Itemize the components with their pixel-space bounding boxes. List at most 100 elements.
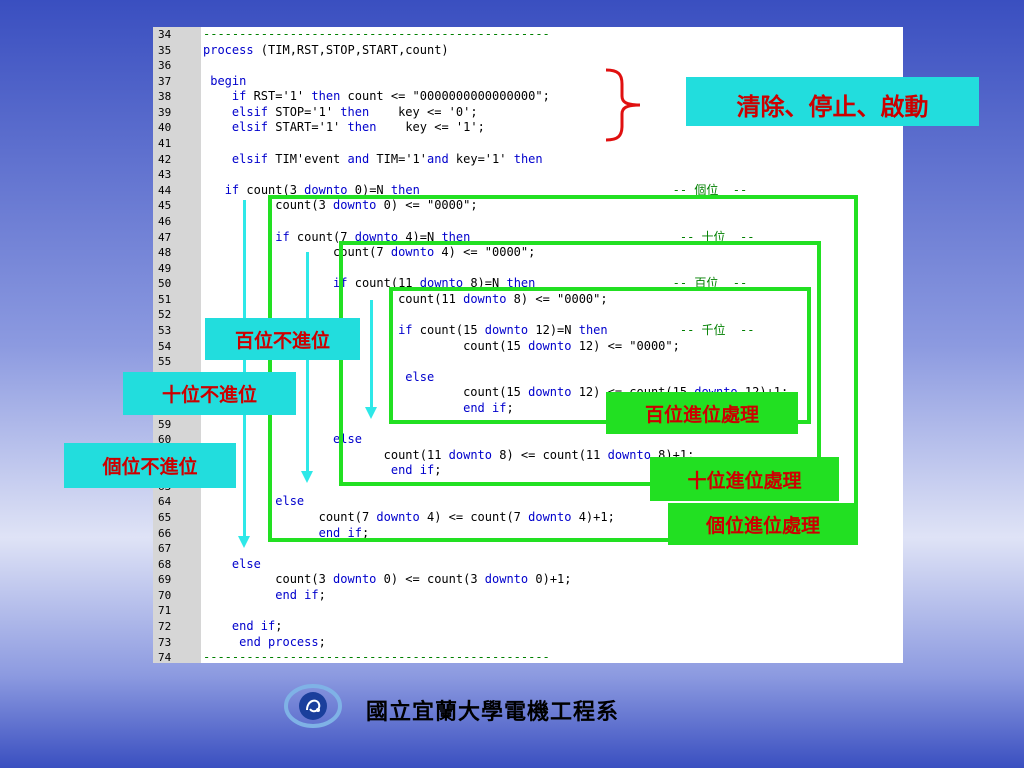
code-line: 74--------------------------------------… (153, 650, 903, 663)
code-text: end if; (203, 526, 370, 542)
code-comment: -- 十位 -- (679, 229, 755, 244)
line-number: 47 (158, 230, 172, 244)
code-keyword: end if (275, 587, 319, 602)
line-number: 55 (158, 355, 172, 369)
line-number: 37 (158, 74, 172, 88)
code-line: 66 end if; (153, 526, 903, 542)
line-number: 70 (158, 588, 172, 602)
code-token: TIM'event (268, 151, 348, 166)
code-keyword: then (441, 229, 471, 244)
code-keyword: downto (390, 245, 435, 260)
code-text: else (203, 370, 434, 386)
code-token: RST='1' (246, 89, 312, 104)
code-text: count(11 downto 8) <= "0000"; (203, 292, 608, 308)
code-line: 42 elsif TIM'event and TIM='1'and key='1… (153, 152, 903, 168)
code-comment: -- 百位 -- (672, 276, 748, 291)
code-keyword: downto (484, 572, 529, 587)
code-text: elsif TIM'event and TIM='1'and key='1' t… (203, 152, 543, 168)
code-keyword: then (340, 104, 370, 119)
code-token: ; (434, 463, 442, 478)
hundreds-arrow-head-icon (365, 407, 377, 419)
code-text: elsif START='1' then key <= '1'; (203, 120, 485, 136)
line-number: 38 (158, 90, 172, 104)
label-ones-carry: 個位進位處理 (668, 503, 858, 545)
code-line: 59 (153, 417, 903, 433)
code-keyword: downto (528, 509, 572, 524)
code-token: 12)=N (528, 323, 579, 338)
code-token: 0)+1; (528, 572, 572, 587)
code-keyword: downto (484, 323, 529, 338)
line-number: 65 (158, 510, 172, 524)
code-text: end if; (203, 463, 442, 479)
line-number: 50 (158, 277, 172, 291)
code-token: 4)+1; (571, 509, 615, 524)
code-token: key <= '1'; (376, 120, 485, 135)
code-token: 8) <= "0000"; (506, 291, 608, 306)
line-number: 34 (158, 28, 172, 41)
line-number: 43 (158, 168, 172, 182)
line-number: 66 (158, 526, 172, 540)
code-token (203, 152, 232, 166)
line-number: 73 (158, 635, 172, 649)
code-keyword: downto (333, 198, 377, 213)
code-token (203, 588, 275, 602)
code-token (203, 619, 232, 633)
code-keyword: then (347, 120, 377, 135)
line-number: 39 (158, 105, 172, 119)
code-keyword: then (506, 276, 536, 291)
code-token (203, 89, 232, 103)
code-token (203, 120, 232, 134)
label-hundreds-no-carry: 百位不進位 (205, 318, 360, 360)
code-comment: ----------------------------------------… (203, 27, 550, 41)
code-keyword: downto (463, 291, 507, 306)
code-line: 44 if count(3 downto 0)=N then -- 個位 -- (153, 183, 903, 199)
university-logo-icon (284, 684, 342, 728)
code-line: 48 count(7 downto 4) <= "0000"; (153, 245, 903, 261)
label-clear-stop-start: 清除、停止、啟動 (686, 77, 979, 126)
code-token: START='1' (268, 120, 348, 135)
code-keyword: then (311, 89, 341, 104)
code-line: 51 count(11 downto 8) <= "0000"; (153, 292, 903, 308)
code-line: 47 if count(7 downto 4)=N then -- 十位 -- (153, 230, 903, 246)
code-keyword: begin (210, 73, 247, 88)
code-keyword: if (224, 182, 240, 197)
code-line: 36 (153, 58, 903, 74)
line-number: 36 (158, 59, 172, 73)
code-line: 37 begin (153, 74, 903, 90)
code-text: count(15 downto 12) <= "0000"; (203, 339, 680, 355)
code-token: count(7 (203, 509, 377, 524)
tens-digit-box (339, 241, 821, 486)
line-number: 60 (158, 433, 172, 447)
code-text: end process; (203, 635, 326, 651)
code-text: if count(7 downto 4)=N then -- 十位 -- (203, 230, 754, 246)
line-number: 51 (158, 292, 172, 306)
code-token: 0) <= count(3 (376, 572, 485, 587)
code-token (203, 635, 239, 649)
code-line: 55 (153, 354, 903, 370)
code-keyword: end process (239, 634, 319, 649)
code-token: count(15 (203, 338, 529, 353)
code-token (203, 183, 225, 197)
line-number: 35 (158, 43, 172, 57)
code-text: end if; (203, 619, 283, 635)
code-line: 54 count(15 downto 12) <= "0000"; (153, 339, 903, 355)
code-token: count(3 (203, 198, 334, 213)
code-token: ; (318, 634, 326, 649)
code-token: count(3 (203, 572, 334, 587)
code-line: 52 (153, 307, 903, 323)
code-keyword: elsif (231, 104, 269, 119)
label-tens-carry: 十位進位處理 (650, 457, 839, 501)
code-comment: ----------------------------------------… (203, 650, 550, 663)
code-line: 72 end if; (153, 619, 903, 635)
code-line: 68 else (153, 557, 903, 573)
line-number: 40 (158, 121, 172, 135)
code-token: (TIM,RST,STOP,START,count) (253, 42, 449, 57)
code-text: count(7 downto 4) <= "0000"; (203, 245, 535, 261)
code-token: count(15 (412, 323, 485, 338)
code-comment: -- 個位 -- (672, 182, 748, 197)
label-tens-no-carry: 十位不進位 (123, 372, 296, 415)
code-keyword: downto (528, 385, 572, 400)
code-keyword: downto (304, 182, 348, 197)
ones-digit-box (268, 195, 858, 542)
code-text: if RST='1' then count <= "00000000000000… (203, 89, 550, 105)
